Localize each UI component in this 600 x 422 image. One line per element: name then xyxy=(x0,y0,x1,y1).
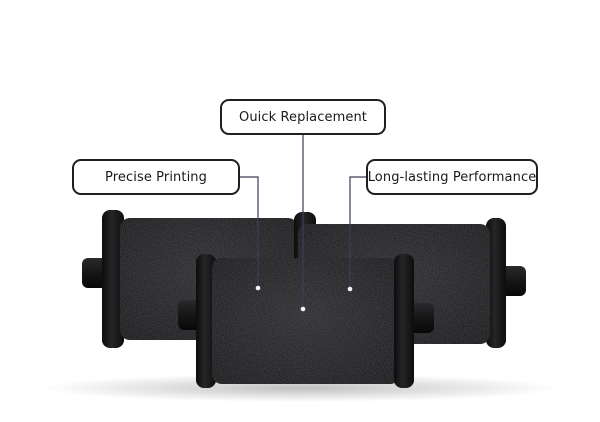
leader-dots xyxy=(255,285,353,312)
roller-front xyxy=(178,254,434,388)
callout-label: Long-lasting Performance xyxy=(367,169,537,185)
leader-precise xyxy=(240,176,259,287)
callout-quick-replacement: Ouick Replacement xyxy=(220,99,386,135)
callout-label: Ouick Replacement xyxy=(238,109,367,125)
dot-precise xyxy=(255,285,261,291)
callout-long-lasting-performance: Long-lasting Performance xyxy=(366,159,538,195)
callout-label: Precise Printing xyxy=(105,169,207,185)
leader-long xyxy=(349,176,366,289)
leader-lines xyxy=(240,135,366,309)
floor-shadow xyxy=(40,374,560,402)
dot-long xyxy=(347,286,353,292)
dot-quick xyxy=(300,306,306,312)
callout-precise-printing: Precise Printing xyxy=(72,159,240,195)
